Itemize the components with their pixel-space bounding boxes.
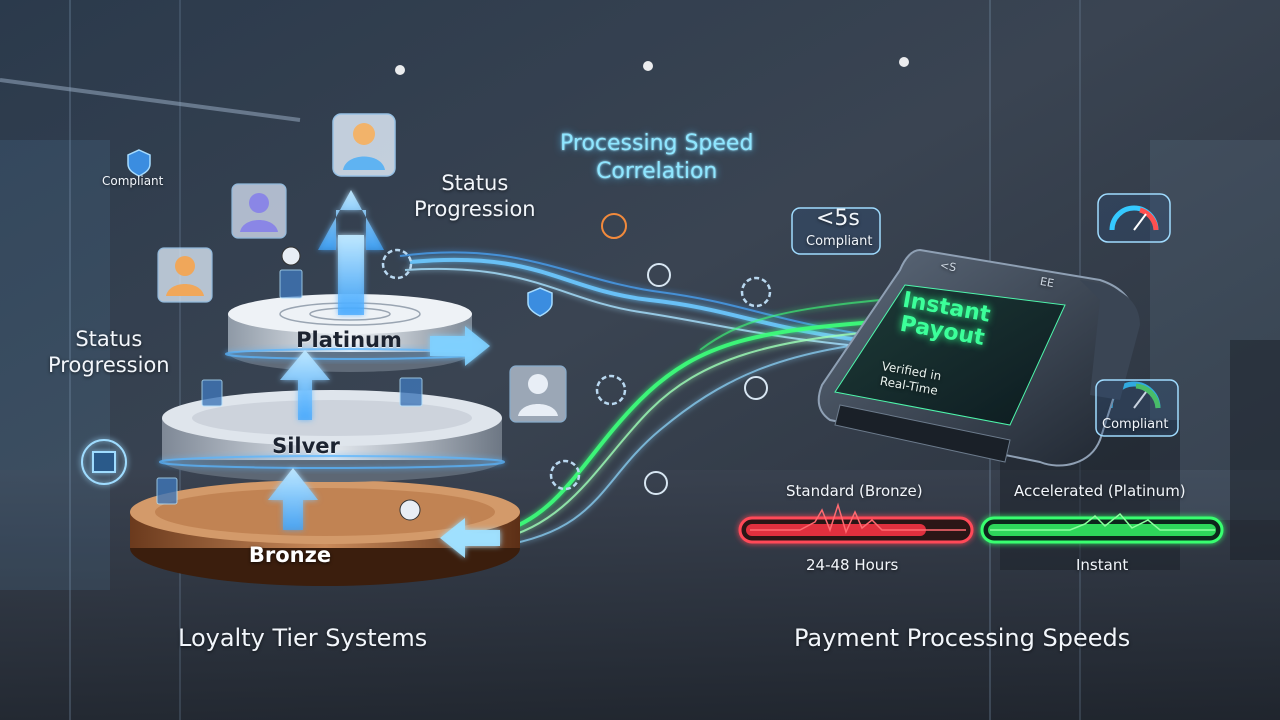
standard-bar — [738, 502, 974, 544]
processing-speed-title: Processing Speed Correlation — [560, 131, 754, 184]
standard-bar-label: Standard (Bronze) — [786, 482, 923, 500]
payment-terminal — [817, 248, 1140, 467]
user-card-orange — [157, 247, 213, 303]
payment-section-title: Payment Processing Speeds — [794, 624, 1131, 652]
user-card-purple — [231, 183, 287, 239]
tier-label-bronze: Bronze — [248, 543, 332, 567]
status-progression-top: Status Progression — [414, 171, 536, 221]
terminal-brand-right: EE — [1038, 274, 1055, 291]
compliant-badge-left: Compliant — [102, 174, 163, 188]
tier-label-silver: Silver — [272, 434, 340, 458]
loyalty-section-title: Loyalty Tier Systems — [178, 624, 428, 652]
clock-icons — [601, 213, 768, 495]
gauge-badge-frame — [1095, 379, 1179, 437]
tier-label-platinum: Platinum — [296, 328, 402, 352]
user-card-top — [332, 113, 396, 177]
up-arrow-mid — [280, 350, 330, 420]
silver-platform — [159, 390, 505, 482]
up-arrow-large — [318, 190, 384, 315]
terminal-brand-left: <S — [938, 258, 958, 275]
chip-icon — [81, 439, 127, 485]
shield-icon-top-left — [127, 149, 151, 177]
user-card-right — [509, 365, 567, 423]
timer-badge-frame — [791, 207, 881, 255]
green-flow-streams — [489, 299, 901, 547]
left-arrow-bronze — [440, 518, 500, 558]
up-arrow-low — [268, 468, 318, 530]
timer-badge-label: Compliant — [806, 234, 873, 249]
compliant-badge-left-text: Compliant — [102, 174, 164, 188]
right-arrow-platinum — [430, 326, 490, 366]
soccer-ball-icons — [281, 246, 421, 521]
shield-icon-center — [527, 287, 553, 317]
bronze-platform — [130, 480, 520, 586]
gear-icons — [381, 248, 772, 491]
gauge-badge-label: Compliant — [1102, 417, 1169, 432]
accelerated-bar-time: Instant — [1076, 556, 1129, 574]
timer-badge-value: <5s — [816, 206, 860, 231]
standard-bar-time: 24-48 Hours — [806, 556, 899, 574]
gauge-top — [1097, 193, 1171, 243]
accelerated-bar — [980, 512, 1224, 544]
document-icons — [156, 269, 423, 505]
status-progression-left: Status Progression — [48, 327, 170, 377]
accelerated-bar-label: Accelerated (Platinum) — [1014, 482, 1186, 500]
